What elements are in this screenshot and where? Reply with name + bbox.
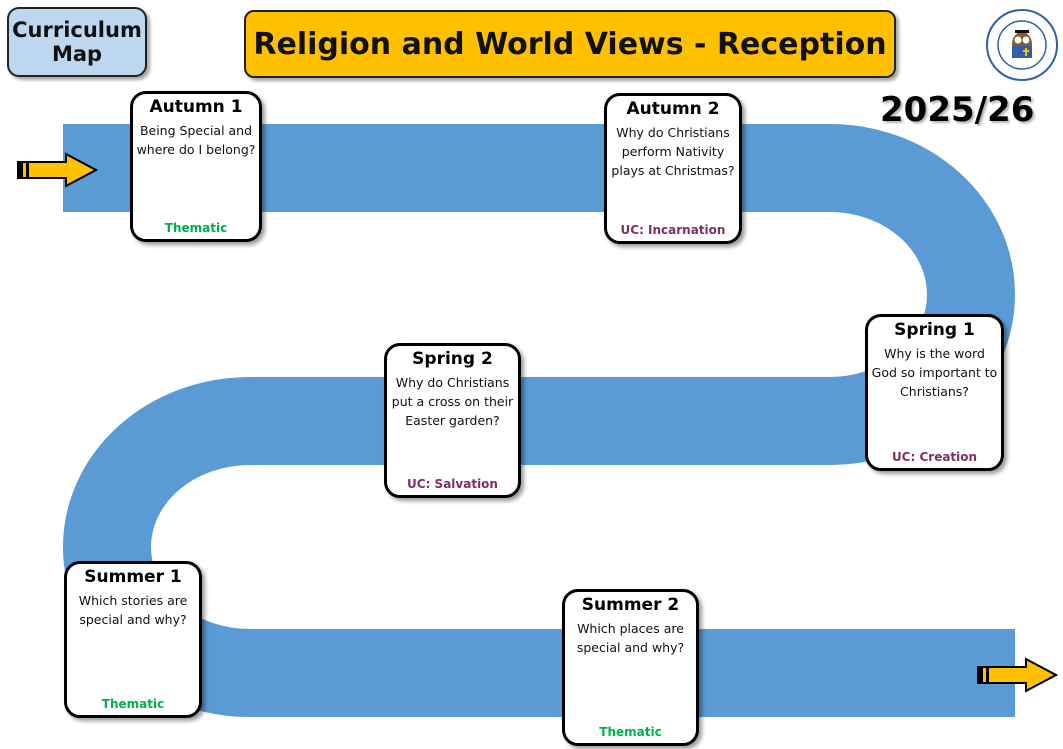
term-unit: UC: Salvation [407, 477, 498, 491]
term-unit: Thematic [101, 697, 165, 711]
term-card-summer-2: Summer 2 Which places are special and wh… [562, 589, 699, 746]
page-title: Religion and World Views - Reception [244, 10, 896, 78]
term-question: Why do Christians put a cross on their E… [391, 375, 514, 428]
term-card-spring-2: Spring 2 Why do Christians put a cross o… [384, 343, 521, 498]
label-line-1: Curriculum [12, 18, 142, 42]
term-question: Why do Christians perform Nativity plays… [611, 125, 735, 178]
term-title: Spring 1 [894, 320, 975, 340]
term-title: Autumn 2 [626, 99, 720, 119]
term-card-summer-1: Summer 1 Which stories are special and w… [64, 561, 202, 718]
term-question: Which stories are special and why? [78, 593, 188, 627]
label-line-2: Map [51, 42, 103, 66]
term-card-autumn-2: Autumn 2 Why do Christians perform Nativ… [604, 93, 742, 244]
term-title: Summer 1 [84, 567, 182, 587]
term-question: Why is the word God so important to Chri… [871, 346, 998, 399]
end-arrow-icon [977, 657, 1058, 693]
term-question: Being Special and where do I belong? [136, 123, 256, 157]
term-title: Autumn 1 [149, 97, 243, 117]
school-logo-icon [986, 9, 1058, 81]
start-arrow-icon [17, 152, 98, 188]
school-year: 2025/26 [880, 90, 1035, 130]
term-title: Summer 2 [581, 595, 680, 615]
term-question: Which places are special and why? [576, 621, 685, 655]
term-unit: Thematic [599, 725, 662, 739]
term-unit: UC: Creation [891, 450, 978, 464]
term-title: Spring 2 [412, 349, 493, 369]
term-unit: Thematic [164, 221, 228, 235]
term-card-autumn-1: Autumn 1 Being Special and where do I be… [130, 91, 262, 242]
term-card-spring-1: Spring 1 Why is the word God so importan… [865, 314, 1004, 471]
term-unit: UC: Incarnation [620, 223, 726, 237]
